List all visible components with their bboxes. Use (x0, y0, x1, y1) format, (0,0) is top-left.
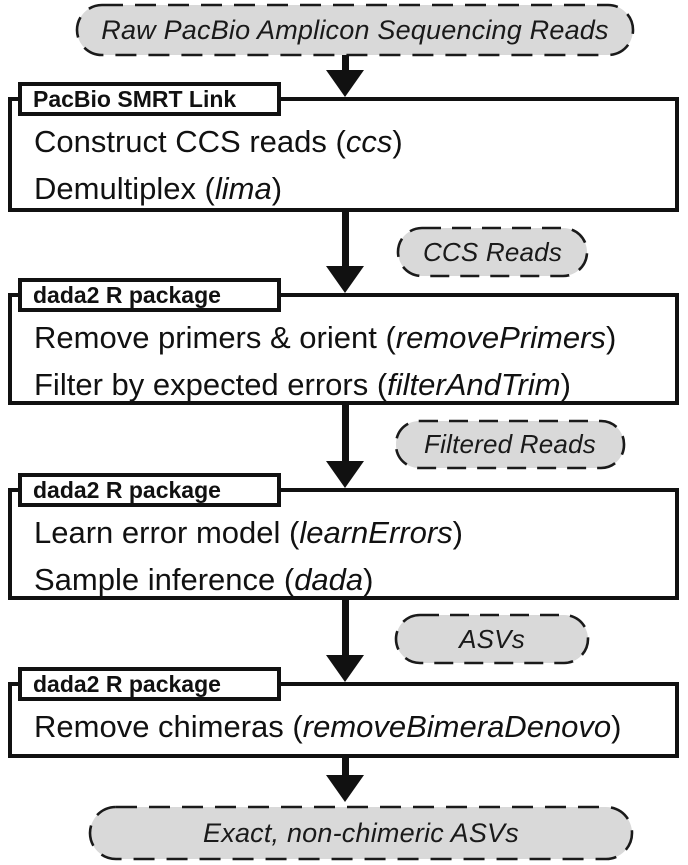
box-tab-label: dada2 R package (33, 476, 221, 503)
step-command: dada (294, 562, 364, 597)
process-steps: Remove primers & orient (removePrimers) … (12, 297, 675, 408)
dashed-pill-shape (394, 613, 590, 665)
dashed-pill-shape (394, 419, 626, 470)
step-text: Remove chimeras ( (34, 709, 303, 744)
dashed-pill-shape (75, 3, 635, 57)
pill-asvs: ASVs (394, 613, 590, 665)
process-step: Remove chimeras (removeBimeraDenovo) (34, 703, 665, 750)
arrow-down-3 (326, 405, 364, 488)
step-text: ) (392, 124, 403, 159)
step-command: filterAndTrim (387, 367, 561, 402)
pill-filtered-reads-label: Filtered Reads (424, 429, 596, 459)
pill-output-asvs: Exact, non-chimeric ASVs (88, 805, 634, 861)
arrow-stem (341, 55, 349, 70)
box-tab-dada2-3: dada2 R package (18, 667, 281, 701)
process-steps: Remove chimeras (removeBimeraDenovo) (12, 686, 675, 750)
step-command: learnErrors (299, 515, 453, 550)
step-text: ) (560, 367, 571, 402)
pill-filtered-reads: Filtered Reads (394, 419, 626, 470)
pill-ccs-reads: CCS Reads (396, 226, 589, 278)
arrow-down-5 (326, 758, 364, 802)
process-step: Construct CCS reads (ccs) (34, 118, 665, 165)
arrow-stem (341, 405, 349, 461)
step-text: Learn error model ( (34, 515, 300, 550)
step-text: Filter by expected errors ( (34, 367, 388, 402)
step-text: ) (605, 320, 617, 355)
box-tab-dada2-2: dada2 R package (18, 473, 281, 507)
process-steps: Learn error model (learnErrors) Sample i… (12, 492, 675, 603)
step-text: Demultiplex ( (34, 171, 215, 206)
dashed-pill-shape (88, 805, 634, 861)
pill-raw-reads: Raw PacBio Amplicon Sequencing Reads (75, 3, 635, 57)
arrow-head-icon (326, 655, 364, 682)
step-text: Construct CCS reads ( (34, 124, 346, 159)
box-tab-label: dada2 R package (33, 670, 221, 697)
pill-asvs-label: ASVs (459, 623, 525, 654)
process-box-smrt-link: Construct CCS reads (ccs) Demultiplex (l… (8, 97, 679, 212)
step-text: ) (271, 171, 283, 206)
process-step: Filter by expected errors (filterAndTrim… (34, 361, 665, 408)
box-tab-smrt-link: PacBio SMRT Link (18, 82, 281, 116)
step-text: ) (363, 562, 374, 597)
step-command: lima (214, 171, 272, 206)
step-command: ccs (345, 124, 393, 159)
box-tab-label: PacBio SMRT Link (33, 85, 237, 112)
process-step: Sample inference (dada) (34, 556, 665, 603)
arrow-down-2 (326, 212, 364, 293)
step-text: ) (611, 709, 622, 744)
pill-output-asvs-label: Exact, non-chimeric ASVs (203, 817, 519, 848)
step-text: ) (452, 515, 463, 550)
box-tab-label: dada2 R package (33, 281, 221, 308)
pill-ccs-reads-label: CCS Reads (422, 236, 563, 267)
arrow-head-icon (326, 70, 364, 97)
pill-raw-reads-label: Raw PacBio Amplicon Sequencing Reads (101, 14, 609, 45)
process-step: Remove primers & orient (removePrimers) (34, 314, 665, 361)
step-text: Sample inference ( (34, 562, 295, 597)
process-box-dada2-filter: Remove primers & orient (removePrimers) … (8, 293, 679, 405)
arrow-down-1 (326, 55, 364, 97)
step-command: removePrimers (395, 320, 606, 355)
arrow-stem (341, 758, 349, 775)
arrow-head-icon (326, 775, 364, 802)
dashed-pill-shape (396, 226, 589, 278)
process-step: Demultiplex (lima) (34, 165, 665, 212)
process-steps: Construct CCS reads (ccs) Demultiplex (l… (12, 101, 675, 212)
arrow-head-icon (326, 461, 364, 488)
arrow-stem (341, 212, 349, 266)
arrow-down-4 (326, 600, 364, 682)
process-step: Learn error model (learnErrors) (34, 509, 665, 556)
step-text: Remove primers & orient ( (34, 320, 396, 355)
arrow-stem (341, 600, 349, 655)
arrow-head-icon (326, 266, 364, 293)
box-tab-dada2-1: dada2 R package (18, 278, 281, 312)
step-command: removeBimeraDenovo (302, 709, 612, 744)
